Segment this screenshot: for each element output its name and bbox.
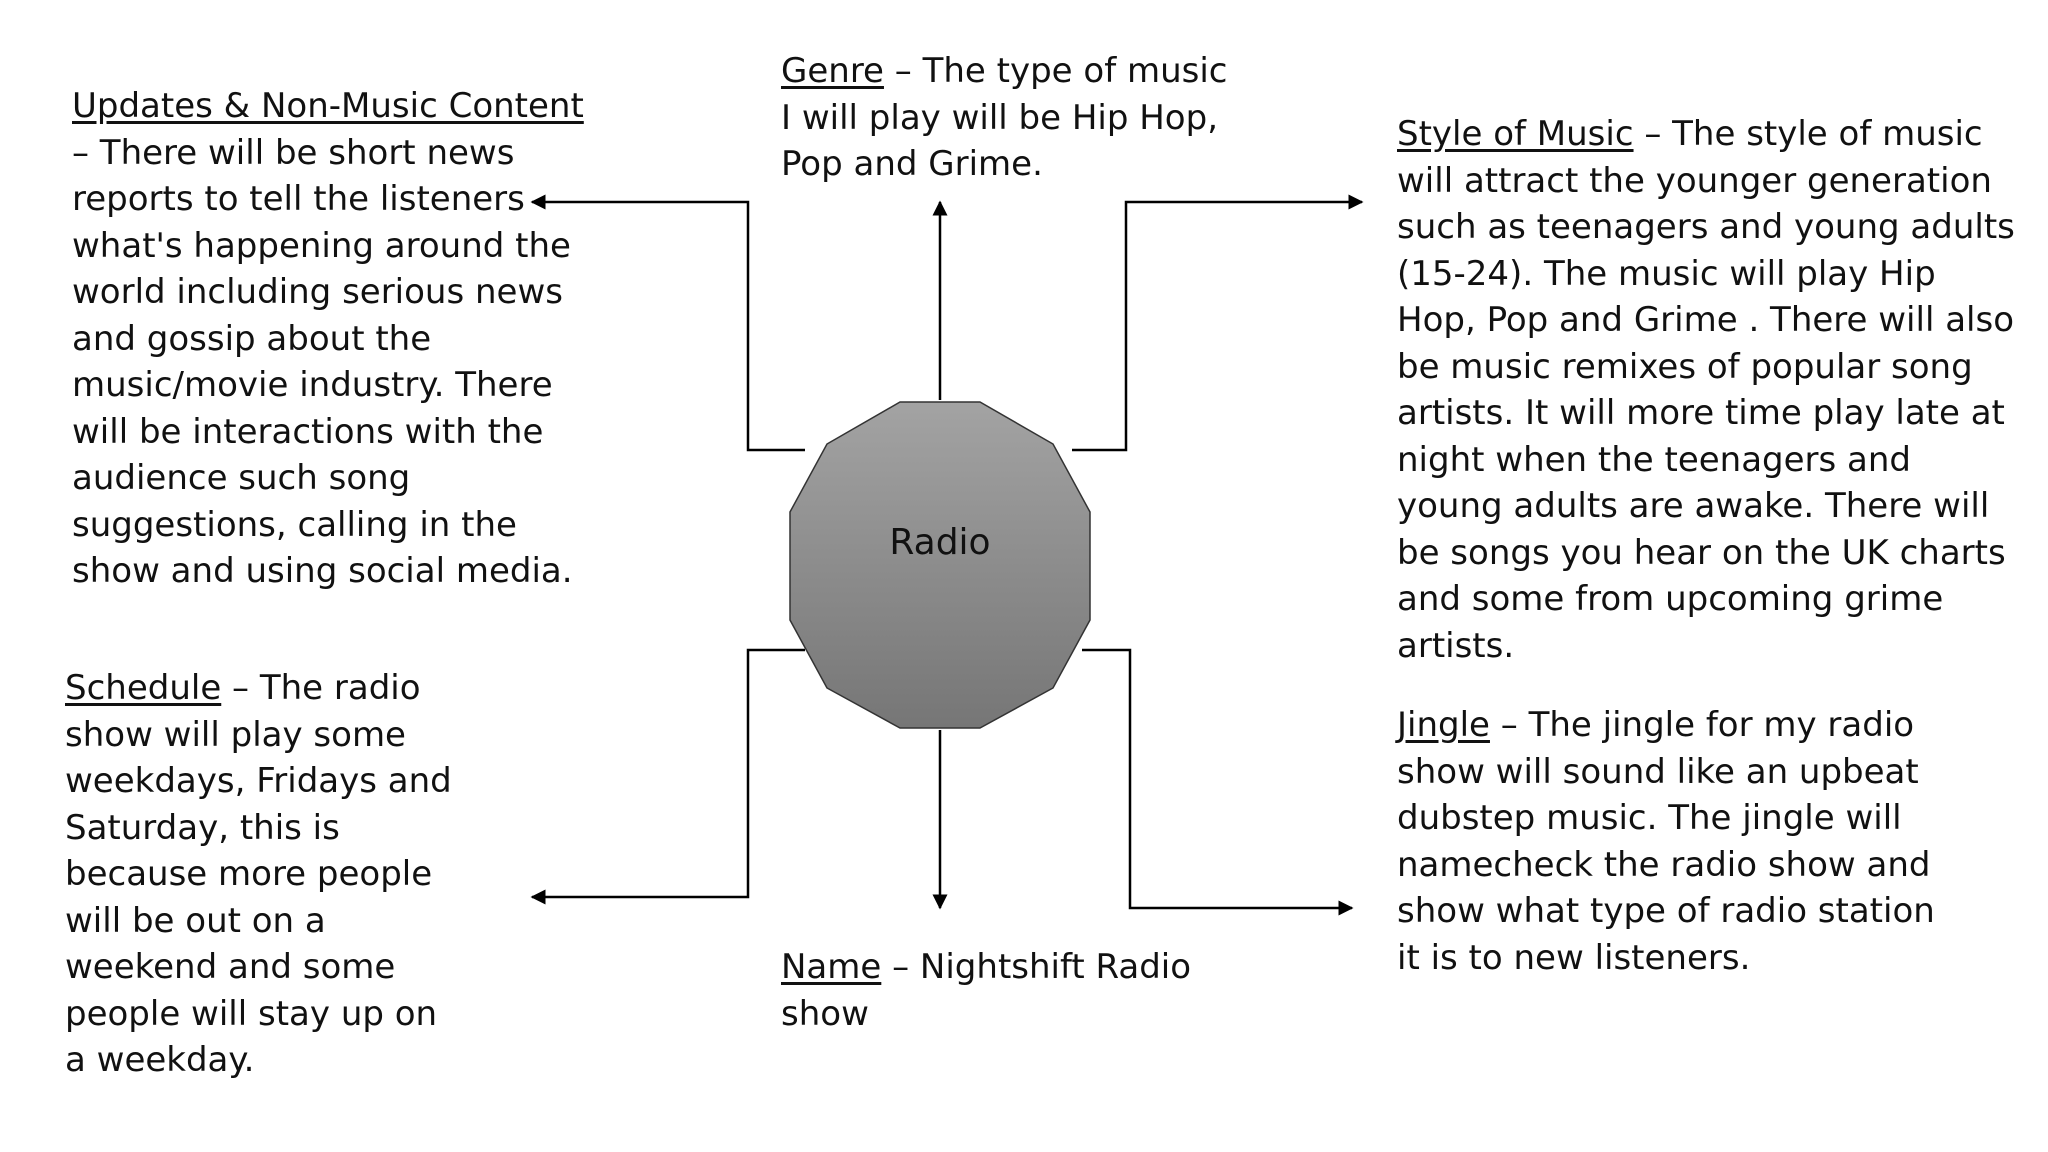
connector-updates <box>530 194 805 452</box>
node-jingle-text: – The jingle for my radio show will soun… <box>1397 705 1935 978</box>
connector-schedule <box>530 648 805 905</box>
radio-hub-shape <box>789 401 1091 729</box>
connector-style <box>1072 194 1364 452</box>
node-style-text: – The style of music will attract the yo… <box>1397 114 2015 666</box>
node-schedule: Schedule – The radio show will play some… <box>65 665 465 1084</box>
node-style-heading: Style of Music <box>1397 114 1634 154</box>
node-style: Style of Music – The style of music will… <box>1397 111 2017 669</box>
node-jingle-heading: Jingle <box>1397 705 1490 745</box>
node-name: Name – Nightshift Radio show <box>781 944 1201 1037</box>
radio-hub-label: Radio <box>889 522 991 563</box>
node-genre: Genre – The type of music I will play wi… <box>781 48 1241 188</box>
node-jingle: Jingle – The jingle for my radio show wi… <box>1397 702 1957 981</box>
node-schedule-text: – The radio show will play some weekdays… <box>65 668 452 1080</box>
connector-jingle <box>1082 648 1354 916</box>
node-schedule-heading: Schedule <box>65 668 222 708</box>
node-name-text: – Nightshift Radio show <box>781 947 1192 1034</box>
node-name-heading: Name <box>781 947 882 987</box>
node-updates: Updates & Non-Music Content – There will… <box>72 83 592 595</box>
node-updates-heading: Updates & Non-Music Content <box>72 86 584 126</box>
node-genre-text: – The type of music I will play will be … <box>781 51 1228 184</box>
node-genre-heading: Genre <box>781 51 884 91</box>
node-updates-text: – There will be short news reports to te… <box>72 132 573 592</box>
